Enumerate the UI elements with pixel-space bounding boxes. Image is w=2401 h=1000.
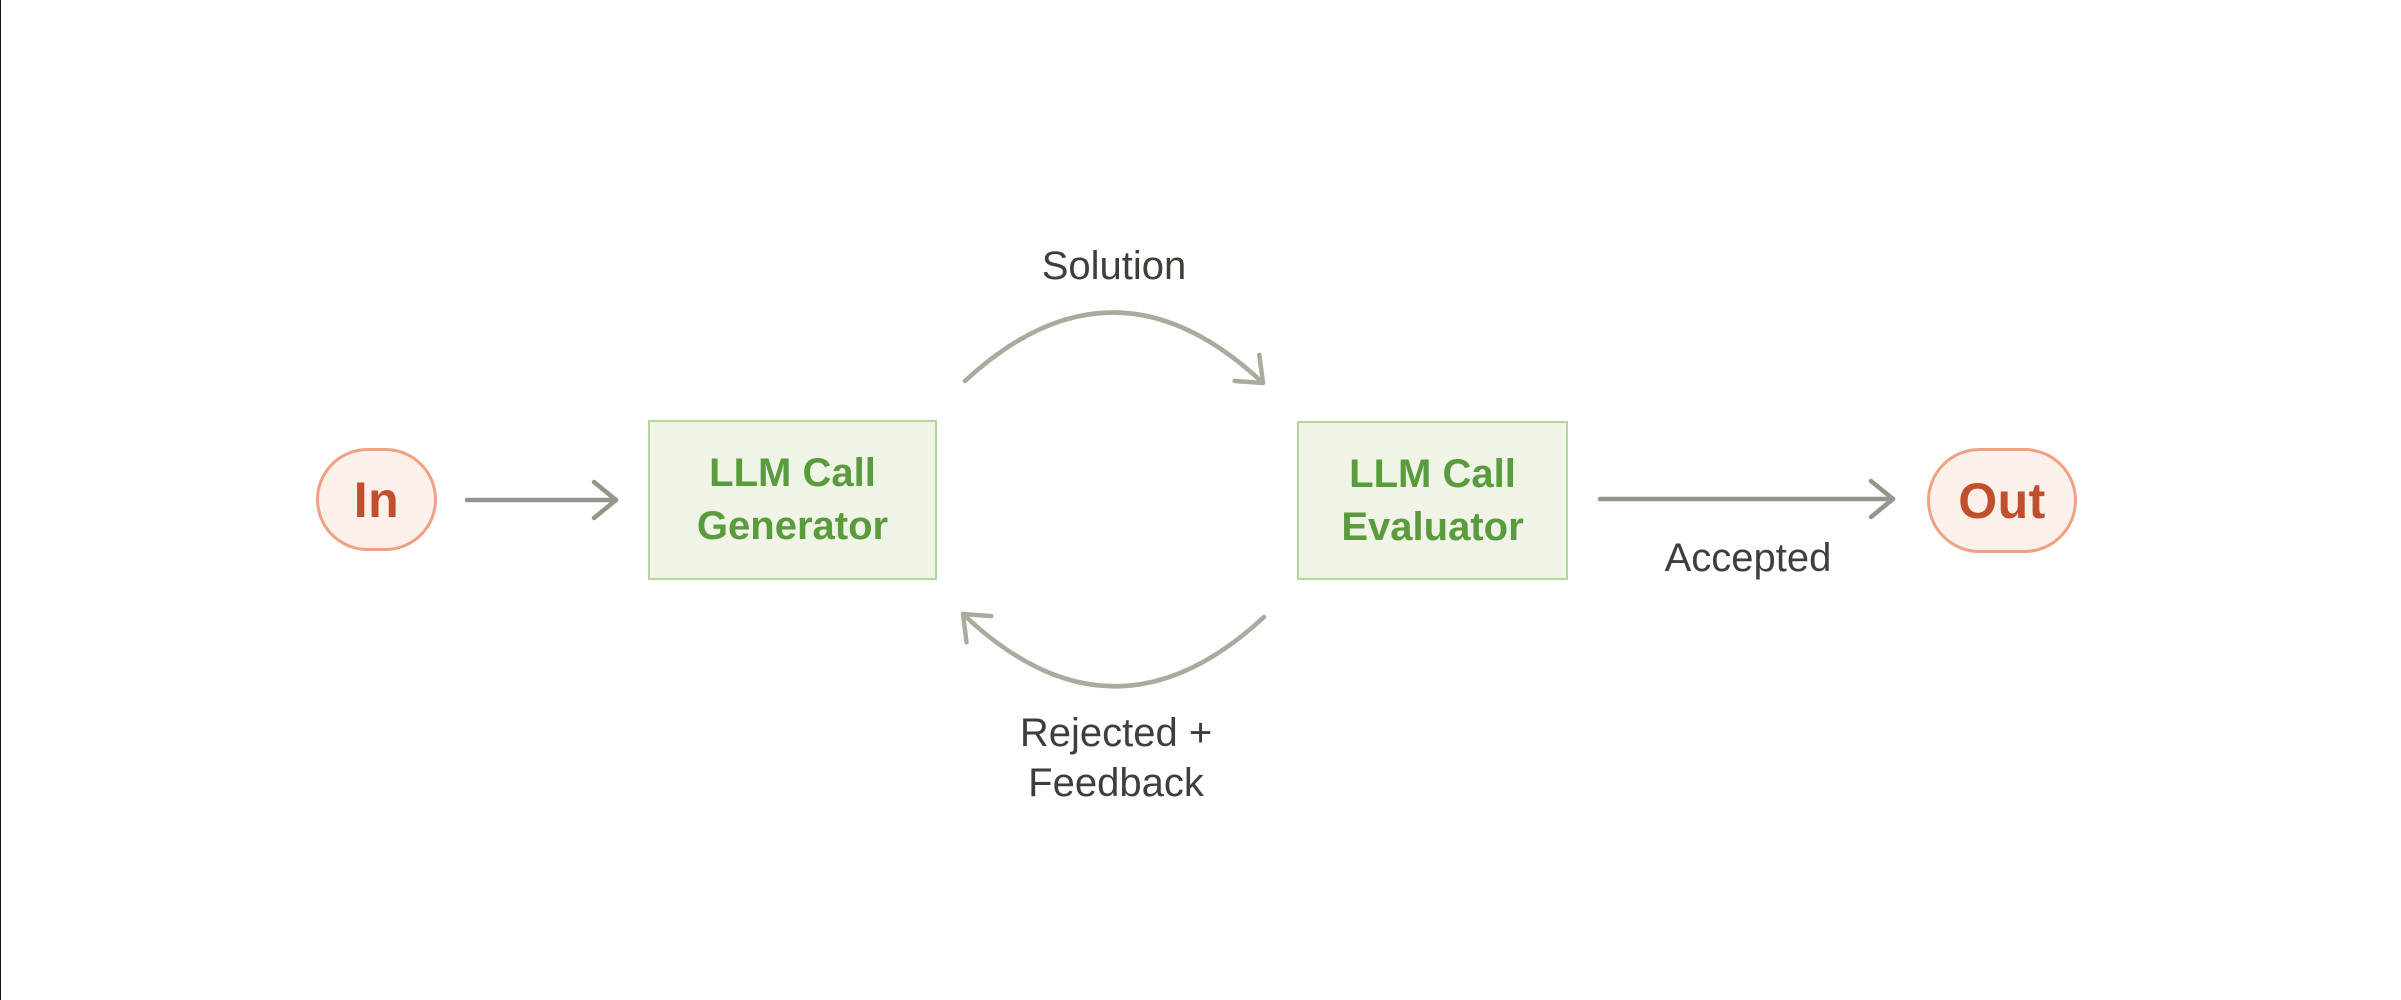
node-llm-call-evaluator: LLM Call Evaluator [1297,421,1568,580]
edge-label-rejected-feedback: Rejected + Feedback [1020,708,1212,808]
arrow-generator-to-evaluator-curve [962,310,1266,386]
edge-label-rejected-line1: Rejected + [1019,711,1213,755]
generator-label-line1: LLM Call [709,451,876,495]
evaluator-label-line2: Evaluator [1341,504,1524,549]
node-out-label: Out [1958,472,2046,529]
node-out: Out [1927,448,2077,553]
edge-label-rejected-line2: Feedback [1028,761,1204,805]
edge-label-accepted: Accepted [1664,536,1832,580]
evaluator-label-line1: LLM Call [1349,451,1516,496]
edge-label-solution: Solution [1041,244,1187,288]
arrow-evaluator-to-generator-curve [960,611,1267,689]
node-in-label: In [353,471,400,528]
generator-label-line2: Generator [696,504,889,548]
node-in: In [316,448,437,551]
node-llm-call-generator: LLM Call Generator [648,420,937,580]
left-edge-line [0,0,1,1000]
